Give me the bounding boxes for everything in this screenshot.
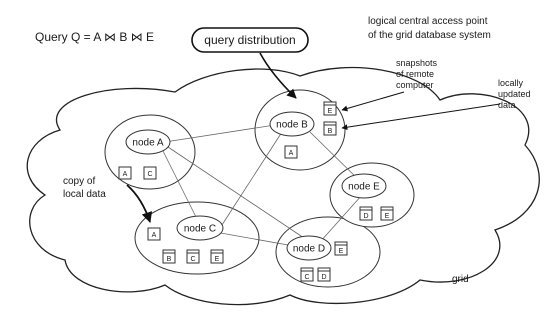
node-c-table-icon-e: E (210, 249, 224, 264)
node-c (176, 215, 224, 241)
copy-local-line1: copy of (63, 176, 95, 187)
locally-updated-line2: updated (498, 89, 531, 99)
node-d-table-icon-e: E (334, 241, 348, 256)
node-e-table-icon-e: E (380, 206, 394, 221)
snapshots-arrow (341, 91, 405, 112)
node-e-table-icon-d: D (359, 206, 373, 221)
snapshots-line1: snapshots (396, 58, 438, 68)
node-d-table-icon-d: D (317, 267, 331, 282)
locally-updated-line3: data (498, 100, 516, 110)
copy-local-line2: local data (63, 189, 106, 200)
snapshots-line2: of remote (396, 69, 434, 79)
node-c-table-icon-b: B (162, 249, 176, 264)
query-distribution-box (191, 27, 309, 53)
node-d-table-icon-c: C (300, 267, 314, 282)
query-distribution-arrow (259, 52, 297, 99)
node-c-table-icon-a: A (147, 227, 161, 241)
svg-text:E: E (385, 213, 390, 220)
access-point-line2: of the grid database system (368, 30, 491, 41)
svg-text:E: E (215, 256, 220, 263)
locally-updated-arrow (341, 103, 501, 131)
query-text: Query Q = A ⋈ B ⋈ E (35, 30, 154, 44)
query-distribution-label: query distribution (204, 33, 295, 47)
node-d (286, 235, 332, 261)
node-b-table-icon-b: B (323, 121, 337, 136)
node-a-table-icon-c: C (143, 166, 157, 180)
copy-local-arrow (126, 184, 153, 224)
grid-label: grid (452, 274, 469, 285)
svg-text:C: C (304, 274, 309, 281)
node-c-label: node C (184, 224, 216, 235)
svg-text:E: E (339, 248, 344, 255)
svg-text:D: D (321, 274, 326, 281)
node-c-table-icon-c: C (186, 249, 200, 264)
svg-text:A: A (289, 150, 294, 157)
node-d-label: node D (293, 244, 325, 255)
node-b-table-icon-a: A (284, 145, 298, 159)
node-e (341, 173, 387, 199)
svg-text:C: C (147, 171, 152, 178)
svg-text:A: A (123, 171, 128, 178)
svg-text:A: A (152, 232, 157, 239)
node-a-table-icon-a: A (118, 166, 132, 180)
svg-text:C: C (190, 256, 195, 263)
snapshots-line3: computer (396, 80, 434, 90)
node-e-label: node E (348, 182, 380, 193)
access-point-line1: logical central access point (368, 16, 488, 27)
locally-updated-line1: locally (498, 78, 524, 88)
node-a-label: node A (132, 138, 163, 149)
node-b (269, 111, 315, 137)
svg-text:B: B (328, 128, 333, 135)
node-b-label: node B (276, 120, 308, 131)
svg-text:E: E (328, 108, 333, 115)
svg-text:D: D (363, 213, 368, 220)
node-b-table-icon-e: E (323, 101, 337, 116)
node-a (125, 129, 171, 155)
svg-text:B: B (167, 256, 172, 263)
